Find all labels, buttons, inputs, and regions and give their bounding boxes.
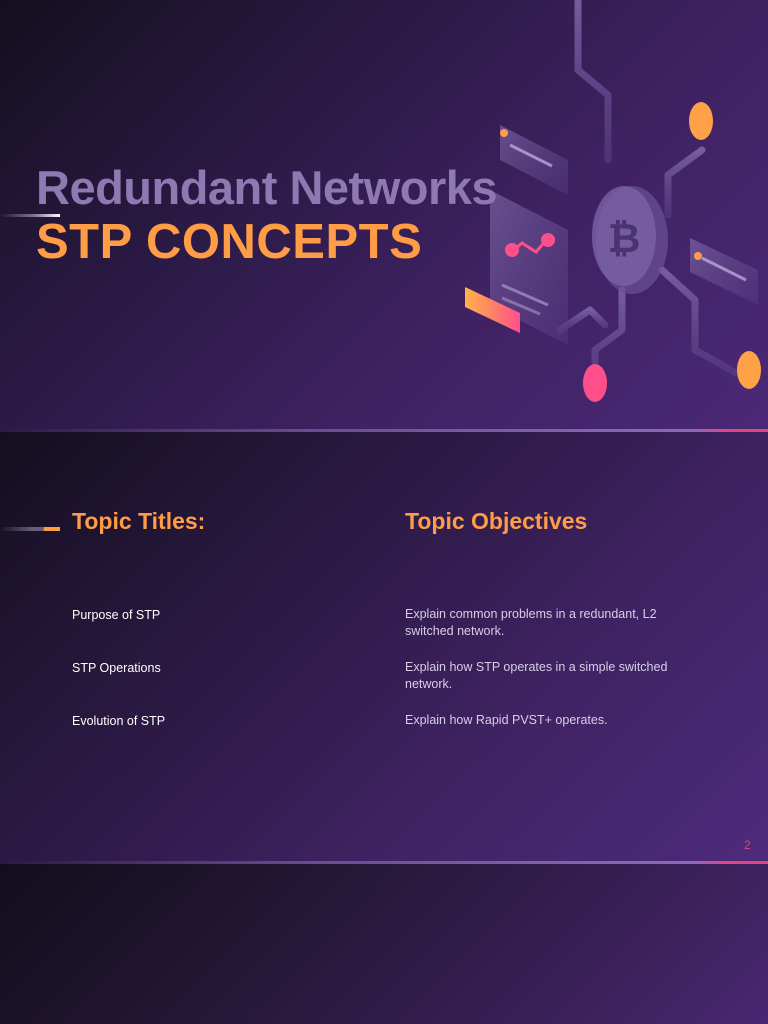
topic-titles-heading: Topic Titles: bbox=[72, 508, 206, 534]
topic-title: Purpose of STP bbox=[72, 608, 161, 622]
page-number: 2 bbox=[744, 838, 751, 852]
slide-divider bbox=[0, 429, 768, 432]
heading-accent-line bbox=[0, 527, 60, 531]
bitcoin-icon: ₿ bbox=[592, 186, 668, 294]
topic-objective: Explain how STP operates in a simple swi… bbox=[405, 660, 668, 691]
topic-title: Evolution of STP bbox=[72, 714, 166, 728]
topic-objectives-heading: Topic Objectives bbox=[405, 508, 588, 534]
card-icon bbox=[690, 238, 758, 305]
orange-dot bbox=[737, 351, 761, 389]
bitcoin-circuit-illustration: ₿ bbox=[465, 0, 761, 424]
topics-slide: Topic Titles: Topic Objectives Purpose o… bbox=[0, 432, 768, 864]
slide-divider bbox=[0, 861, 768, 864]
card-icon bbox=[500, 125, 568, 195]
topic-objective: Explain how Rapid PVST+ operates. bbox=[405, 713, 608, 727]
chart-panel-icon bbox=[490, 190, 568, 345]
stripe-decoration bbox=[465, 287, 520, 333]
slide-subtitle: STP CONCEPTS bbox=[36, 215, 423, 269]
topic-objective: Explain common problems in a redundant, … bbox=[405, 607, 657, 638]
next-slide-background bbox=[0, 864, 768, 1024]
slide-title: Redundant Networks bbox=[36, 161, 498, 214]
title-slide: Redundant Networks STP CONCEPTS bbox=[0, 0, 768, 432]
orange-dot bbox=[689, 102, 713, 140]
pink-dot bbox=[583, 364, 607, 402]
title-accent-line bbox=[0, 214, 60, 217]
svg-text:₿: ₿ bbox=[608, 216, 641, 262]
topic-title: STP Operations bbox=[72, 661, 161, 675]
